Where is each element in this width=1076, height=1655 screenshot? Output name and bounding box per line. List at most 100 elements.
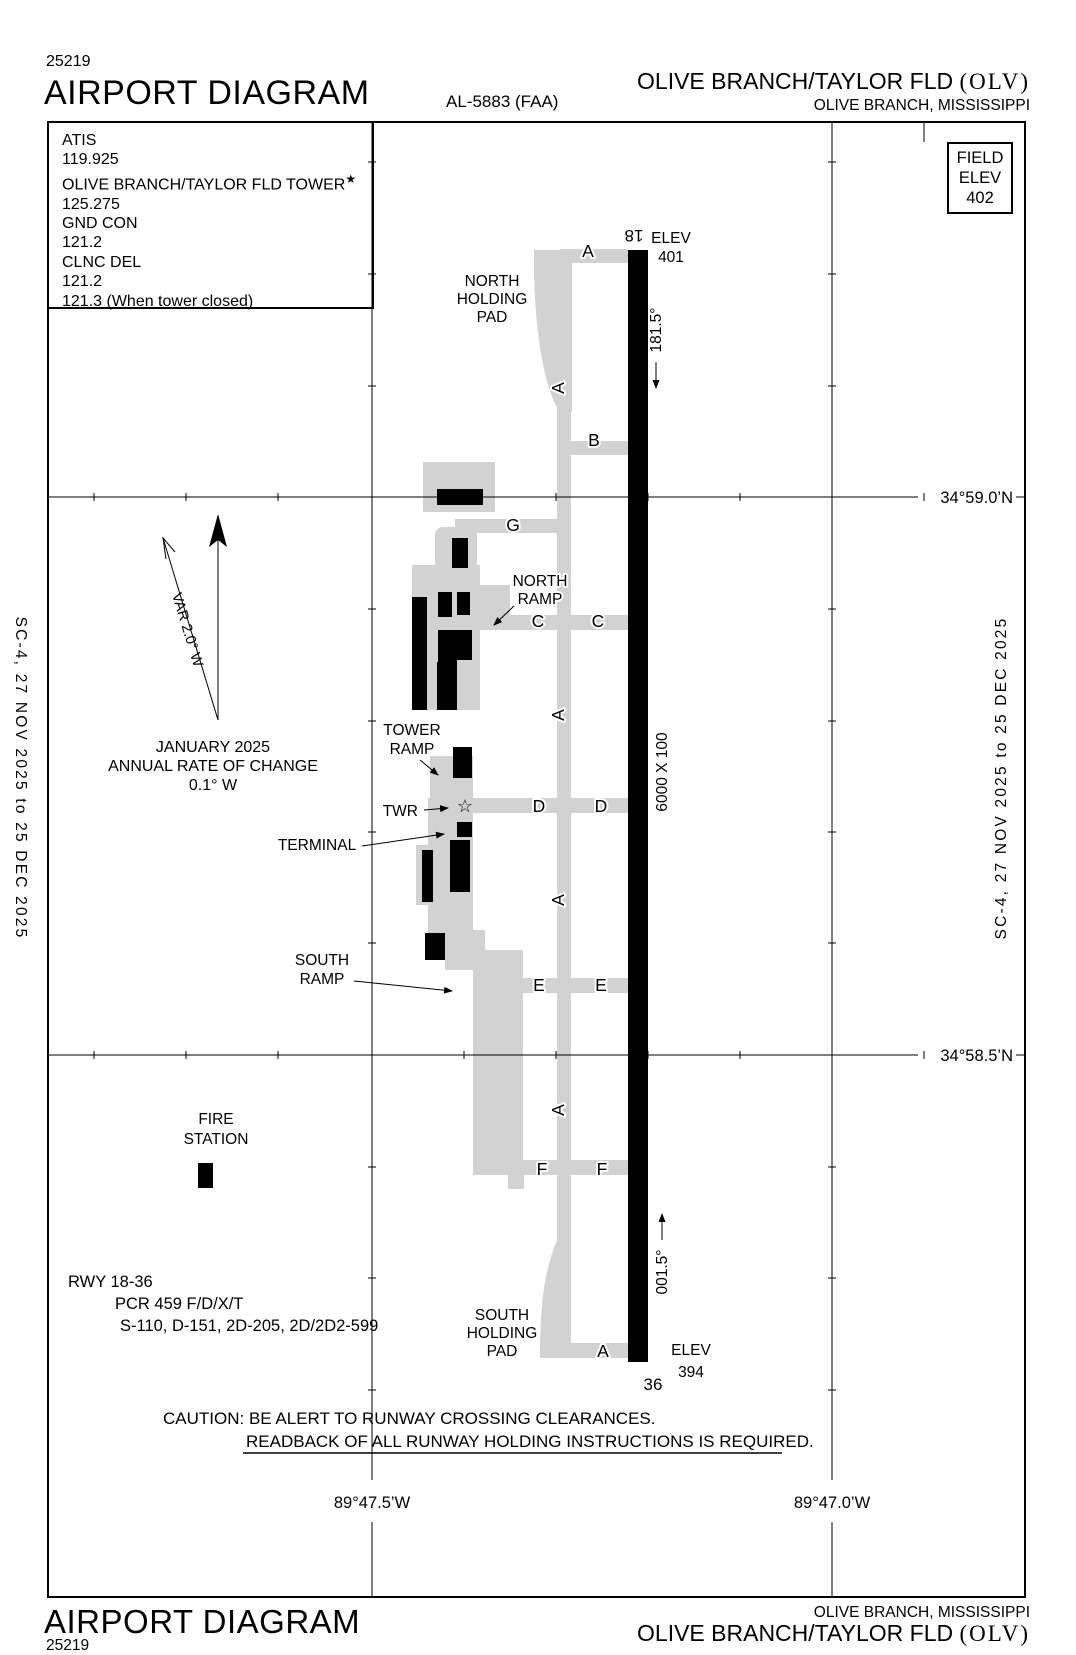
fire-station-building [198, 1163, 213, 1188]
runway-18-36 [628, 250, 648, 1362]
taxiway-e-label: E [533, 975, 545, 995]
building [452, 538, 468, 568]
north-ramp-arrow-icon [493, 605, 515, 626]
compass-rose: VAR 2.0° W [162, 514, 227, 721]
elev-north-label: ELEV [651, 230, 691, 247]
runway-dimensions: 6000 X 100 [654, 732, 671, 812]
taxiway-d-label: D [533, 796, 546, 816]
taxiway-e-connector [500, 978, 628, 993]
comm-line: 125.275 [62, 195, 120, 213]
runway-heading-south: 181.5° [648, 308, 665, 353]
twr-label: TWR [383, 803, 418, 820]
comm-line: OLIVE BRANCH/TAYLOR FLD TOWER★ [62, 171, 357, 194]
comm-line: CLNC DEL [62, 253, 142, 271]
page-title: AIRPORT DIAGRAM [44, 74, 370, 112]
taxiway-a-label: A [548, 894, 568, 906]
variation-date: JANUARY 2025 [156, 739, 270, 756]
true-north-arrowhead-icon [209, 514, 227, 547]
taxiway-c-label: C [592, 611, 605, 631]
facility-labels: NORTH HOLDING PAD NORTH RAMP TOWER RAMP … [184, 273, 570, 1360]
tower-star-icon: ★ [345, 171, 357, 186]
comm-line: 121.3 (When tower closed) [62, 292, 254, 310]
terminal-building [450, 840, 470, 892]
taxiway-e-label: E [595, 975, 607, 995]
runway-heading-north: 001.5° [654, 1250, 671, 1295]
magnetic-variation-label: VAR 2.0° W [168, 591, 206, 669]
fire-station-label: STATION [184, 1131, 249, 1148]
caution-line1: CAUTION: BE ALERT TO RUNWAY CROSSING CLE… [163, 1409, 656, 1428]
taxiway-a-north-connector [560, 249, 628, 263]
footer-city: OLIVE BRANCH, MISSISSIPPI [813, 1604, 1030, 1621]
airport-ident: (OLV) [959, 69, 1030, 94]
taxiway-d-label: D [595, 796, 608, 816]
south-pavement-tab [508, 1175, 524, 1189]
comm-line: 121.2 [62, 234, 103, 252]
taxiway-labels: A A A A A A B G C C D D E E F F [504, 239, 611, 1363]
south-ramp-label: RAMP [300, 971, 345, 988]
building [438, 592, 452, 617]
north-holding-pad-pavement [533, 250, 572, 412]
south-holding-pad-label: HOLDING [467, 1325, 538, 1342]
comm-frequency-box: ATIS 119.925 OLIVE BRANCH/TAYLOR FLD TOW… [48, 122, 374, 310]
south-pavement-column [473, 950, 523, 1175]
runway-18-number: 18 [625, 226, 644, 245]
footer-plate-number: 25219 [46, 1637, 90, 1654]
building [437, 489, 483, 505]
south-ramp-arrow-icon [353, 980, 453, 994]
south-holding-pad-label: SOUTH [475, 1307, 529, 1324]
tower-ramp-label: RAMP [390, 741, 435, 758]
taxiway-f-connector [500, 1160, 628, 1175]
taxiway-a-label: A [548, 1104, 568, 1116]
airport-name: OLIVE BRANCH/TAYLOR FLD [637, 1620, 954, 1646]
latitude-label-north: 34°59.0’N [940, 489, 1013, 507]
north-ramp-label: RAMP [518, 591, 563, 608]
taxiway-f-label: F [597, 1159, 608, 1179]
field-elev-value: 402 [966, 189, 994, 207]
tower-ramp-label: TOWER [383, 722, 440, 739]
tower-star-icon: ☆ [457, 796, 473, 816]
building [437, 662, 457, 710]
terminal-label: TERMINAL [278, 837, 357, 854]
building [422, 850, 433, 902]
airport-city: OLIVE BRANCH, MISSISSIPPI [813, 97, 1030, 114]
airport-ident: (OLV) [959, 1621, 1030, 1646]
annual-rate-value: 0.1° W [189, 777, 238, 794]
comm-line: 119.925 [62, 151, 119, 169]
terminal-building [457, 822, 472, 837]
taxiway-a-label: A [597, 1341, 609, 1361]
latitude-label-south: 34°58.5’N [940, 1047, 1013, 1065]
building [457, 592, 470, 615]
caution-line2: READBACK OF ALL RUNWAY HOLDING INSTRUCTI… [246, 1432, 814, 1451]
chart-reference: AL-5883 (FAA) [446, 92, 559, 111]
terminal-arrow-icon [361, 831, 445, 847]
runway-36-number: 36 [644, 1375, 663, 1394]
building [457, 630, 472, 660]
south-ramp-label: SOUTH [295, 952, 349, 969]
annual-rate-label: ANNUAL RATE OF CHANGE [108, 758, 318, 775]
rwy-info-line: PCR 459 F/D/X/T [115, 1295, 243, 1313]
rwy-info-line: RWY 18-36 [68, 1273, 153, 1291]
south-holding-pad-label: PAD [487, 1343, 518, 1360]
longitude-label-east: 89°47.0’W [794, 1494, 871, 1512]
north-holding-pad-label: NORTH [465, 273, 520, 290]
magnetic-north-arrow [162, 537, 219, 721]
building [438, 630, 457, 662]
meridian-ticks [368, 161, 836, 1391]
longitude-label-west: 89°47.5’W [334, 1494, 411, 1512]
map-neatline [47, 121, 1026, 1598]
taxiway-g-connector [455, 519, 571, 533]
elev-south-label: ELEV [671, 1342, 711, 1359]
footer-airport-title: OLIVE BRANCH/TAYLOR FLD (OLV) [637, 1620, 1030, 1647]
taxiway-f-label: F [537, 1159, 548, 1179]
twr-arrow-icon [423, 805, 449, 813]
south-ramp-building [425, 933, 445, 960]
airport-name: OLIVE BRANCH/TAYLOR FLD [637, 68, 954, 94]
plate-number: 25219 [46, 53, 91, 70]
taxiway-b-label: B [588, 430, 600, 450]
airport-title: OLIVE BRANCH/TAYLOR FLD (OLV) [637, 68, 1030, 95]
taxiway-a-label: A [548, 709, 568, 721]
fire-station-label: FIRE [198, 1111, 233, 1128]
taxiway-d-connector [473, 798, 628, 813]
north-ramp-label: NORTH [513, 573, 568, 590]
field-elevation-box: FIELD ELEV 402 [947, 142, 1013, 214]
